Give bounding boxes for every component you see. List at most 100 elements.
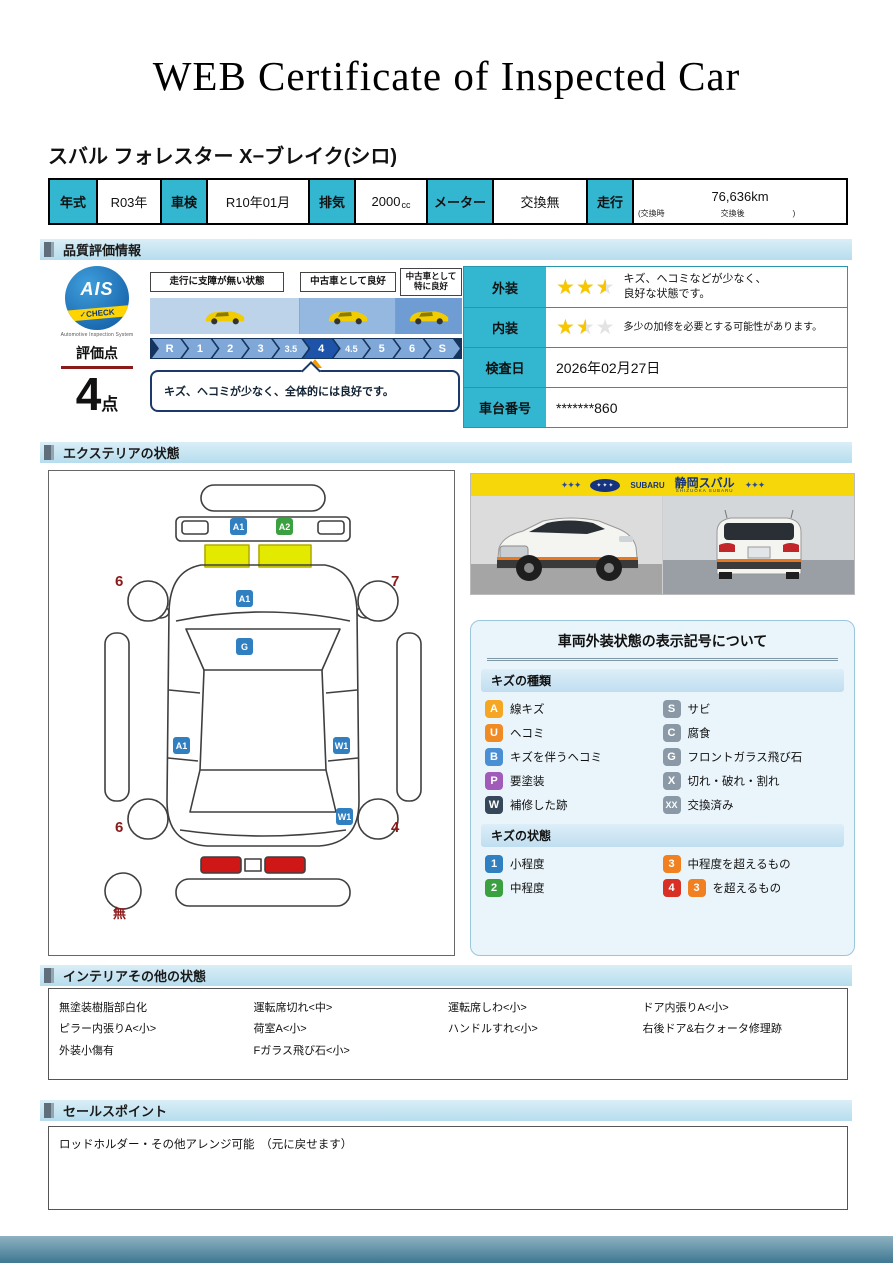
legend-label: サビ xyxy=(687,704,711,716)
legend-item: 2 中程度 xyxy=(485,879,663,897)
inspector-comment: キズ、ヘコミが少なく、全体的には良好です。 xyxy=(150,370,460,412)
vin-value: *******860 xyxy=(546,388,847,427)
table-row: 外装 ★★★★★★ キズ、ヘコミなどが少なく、 良好な状態です。 xyxy=(464,267,847,307)
interior-notes-col1: 無塗装樹脂部白化 ピラー内張りA<小> 外装小傷有 xyxy=(59,998,254,1070)
damage-code-badge: B xyxy=(485,748,503,766)
interior-notes-col2: 運転席切れ<中> 荷室A<小> Fガラス飛び石<小> xyxy=(254,998,449,1070)
damage-marker: W1 xyxy=(333,737,350,754)
footer-bar xyxy=(0,1236,893,1263)
legend-label: 腐食 xyxy=(687,728,711,740)
legend-label: 要塗装 xyxy=(510,776,545,788)
rating-strip xyxy=(150,298,462,334)
page-title: WEB Certificate of Inspected Car xyxy=(152,53,741,99)
severity-badge: 2 xyxy=(485,879,503,897)
banner-brand-text: SUBARU xyxy=(630,480,665,490)
ais-logo-subtext: Automotive Inspection System xyxy=(60,332,134,338)
severity-badge: 3 xyxy=(687,879,706,897)
grade-S: S xyxy=(425,339,460,358)
spec-displacement-label: 排気 xyxy=(308,180,354,223)
grade-R: R xyxy=(152,339,187,358)
inspection-date-value: 2026年02月27日 xyxy=(546,348,847,387)
banner-wing-right: ✦✦✦ xyxy=(744,479,766,490)
dealer-name: 静岡スバル xyxy=(674,475,735,490)
grade-2: 2 xyxy=(213,339,248,358)
table-row: 検査日 2026年02月27日 xyxy=(464,347,847,387)
legend-title: 車両外装状態の表示記号について xyxy=(487,631,838,661)
note-item: 運転席しわ<小> xyxy=(448,1002,527,1014)
zone-label-3: 中古車として特に良好 xyxy=(400,268,462,296)
damage-code-badge: W xyxy=(485,796,503,814)
sales-point-text: ロッドホルダー・その他アレンジ可能 （元に戻せます） xyxy=(59,1139,353,1151)
damage-marker: A1 xyxy=(236,590,253,607)
section-quality-title: 品質評価情報 xyxy=(63,243,142,258)
corner-count: 6 xyxy=(115,819,124,836)
legend-label: 中程度 xyxy=(510,883,545,895)
damage-code-badge: U xyxy=(485,724,503,742)
rating-scale-graphic: 走行に支障が無い状態 中古車として良好 中古車として特に良好 R 1 2 3 3… xyxy=(150,268,462,428)
interior-notes-box: 無塗装樹脂部白化 ピラー内張りA<小> 外装小傷有 運転席切れ<中> 荷室A<小… xyxy=(48,988,848,1080)
interior-rating-value: ★★★★★★ 多少の加修を必要とする可能性があります。 xyxy=(546,308,847,347)
damage-code-badge: X xyxy=(662,772,681,790)
car-icon xyxy=(328,311,367,325)
grade-3: 3 xyxy=(243,339,278,358)
spec-inspection-label: 車検 xyxy=(160,180,206,223)
photo-rear xyxy=(662,496,854,594)
legend-label: 切れ・破れ・割れ xyxy=(687,776,780,788)
exterior-text-line1: キズ、ヘコミなどが少なく、 xyxy=(623,273,767,286)
section-mark xyxy=(44,445,54,460)
score-label: 評価点 xyxy=(76,345,118,361)
subaru-logo: ✦✦✦ xyxy=(590,478,621,492)
damage-marker: W1 xyxy=(336,808,353,825)
legend-item: W 補修した跡 xyxy=(485,796,663,814)
damage-code-badge: S xyxy=(662,700,681,718)
front-car-illustration xyxy=(471,496,662,594)
car-outline-drawing xyxy=(104,484,422,910)
score-value: 4点 xyxy=(48,370,146,418)
displacement-number: 2000 xyxy=(371,194,401,209)
grade-scale: R 1 2 3 3.5 4 4.5 5 6 S xyxy=(150,338,462,359)
table-row: 内装 ★★★★★★ 多少の加修を必要とする可能性があります。 xyxy=(464,307,847,347)
mileage-note: (交換時 交換後 ) xyxy=(638,209,796,218)
legend-label: を超えるもの xyxy=(712,883,782,895)
spec-mileage-value: 76,636km (交換時 交換後 ) xyxy=(632,180,846,223)
car-icon xyxy=(205,311,244,325)
legend-item: X 切れ・破れ・割れ xyxy=(662,772,841,790)
exterior-rating-text: キズ、ヘコミなどが少なく、 良好な状態です。 xyxy=(623,272,766,302)
interior-rating-label: 内装 xyxy=(464,308,546,347)
legend-label: 補修した跡 xyxy=(510,800,568,812)
selected-grade-pointer xyxy=(308,359,322,368)
note-item: 右後ドア&右クォータ修理跡 xyxy=(642,1023,782,1036)
section-sales-title: セールスポイント xyxy=(63,1104,168,1119)
exterior-stars: ★★★★★★ xyxy=(556,275,616,299)
interior-notes-col4: ドア内張りA<小> 右後ドア&右クォータ修理跡 xyxy=(643,998,838,1070)
grade-4-selected: 4 xyxy=(303,339,338,358)
photo-row xyxy=(471,496,854,594)
legend-label: 小程度 xyxy=(510,859,545,871)
note-item: ハンドルすれ<小> xyxy=(448,1023,538,1036)
legend-item: S サビ xyxy=(662,700,841,718)
score-number: 4 xyxy=(75,368,102,420)
rating-zone-1 xyxy=(150,298,300,334)
car-icon xyxy=(409,311,449,325)
grade-3-5: 3.5 xyxy=(273,339,308,358)
section-mark xyxy=(44,968,54,983)
corner-count: 4 xyxy=(391,819,400,836)
grade-4-5: 4.5 xyxy=(334,339,369,358)
note-item: ピラー内張りA<小> xyxy=(59,1023,157,1036)
section-sales: セールスポイント xyxy=(40,1100,852,1121)
quality-table: 外装 ★★★★★★ キズ、ヘコミなどが少なく、 良好な状態です。 内装 ★★★★… xyxy=(463,266,848,428)
ais-logo: AIS ✓CHECK xyxy=(65,266,129,330)
legend-states-header: キズの状態 xyxy=(481,824,844,847)
grade-1: 1 xyxy=(182,339,217,358)
note-item: ドア内張りA<小> xyxy=(642,1002,729,1014)
displacement-unit: cc xyxy=(401,200,411,210)
note-item: 荷室A<小> xyxy=(253,1023,307,1036)
mileage-number: 76,636km xyxy=(711,189,769,204)
